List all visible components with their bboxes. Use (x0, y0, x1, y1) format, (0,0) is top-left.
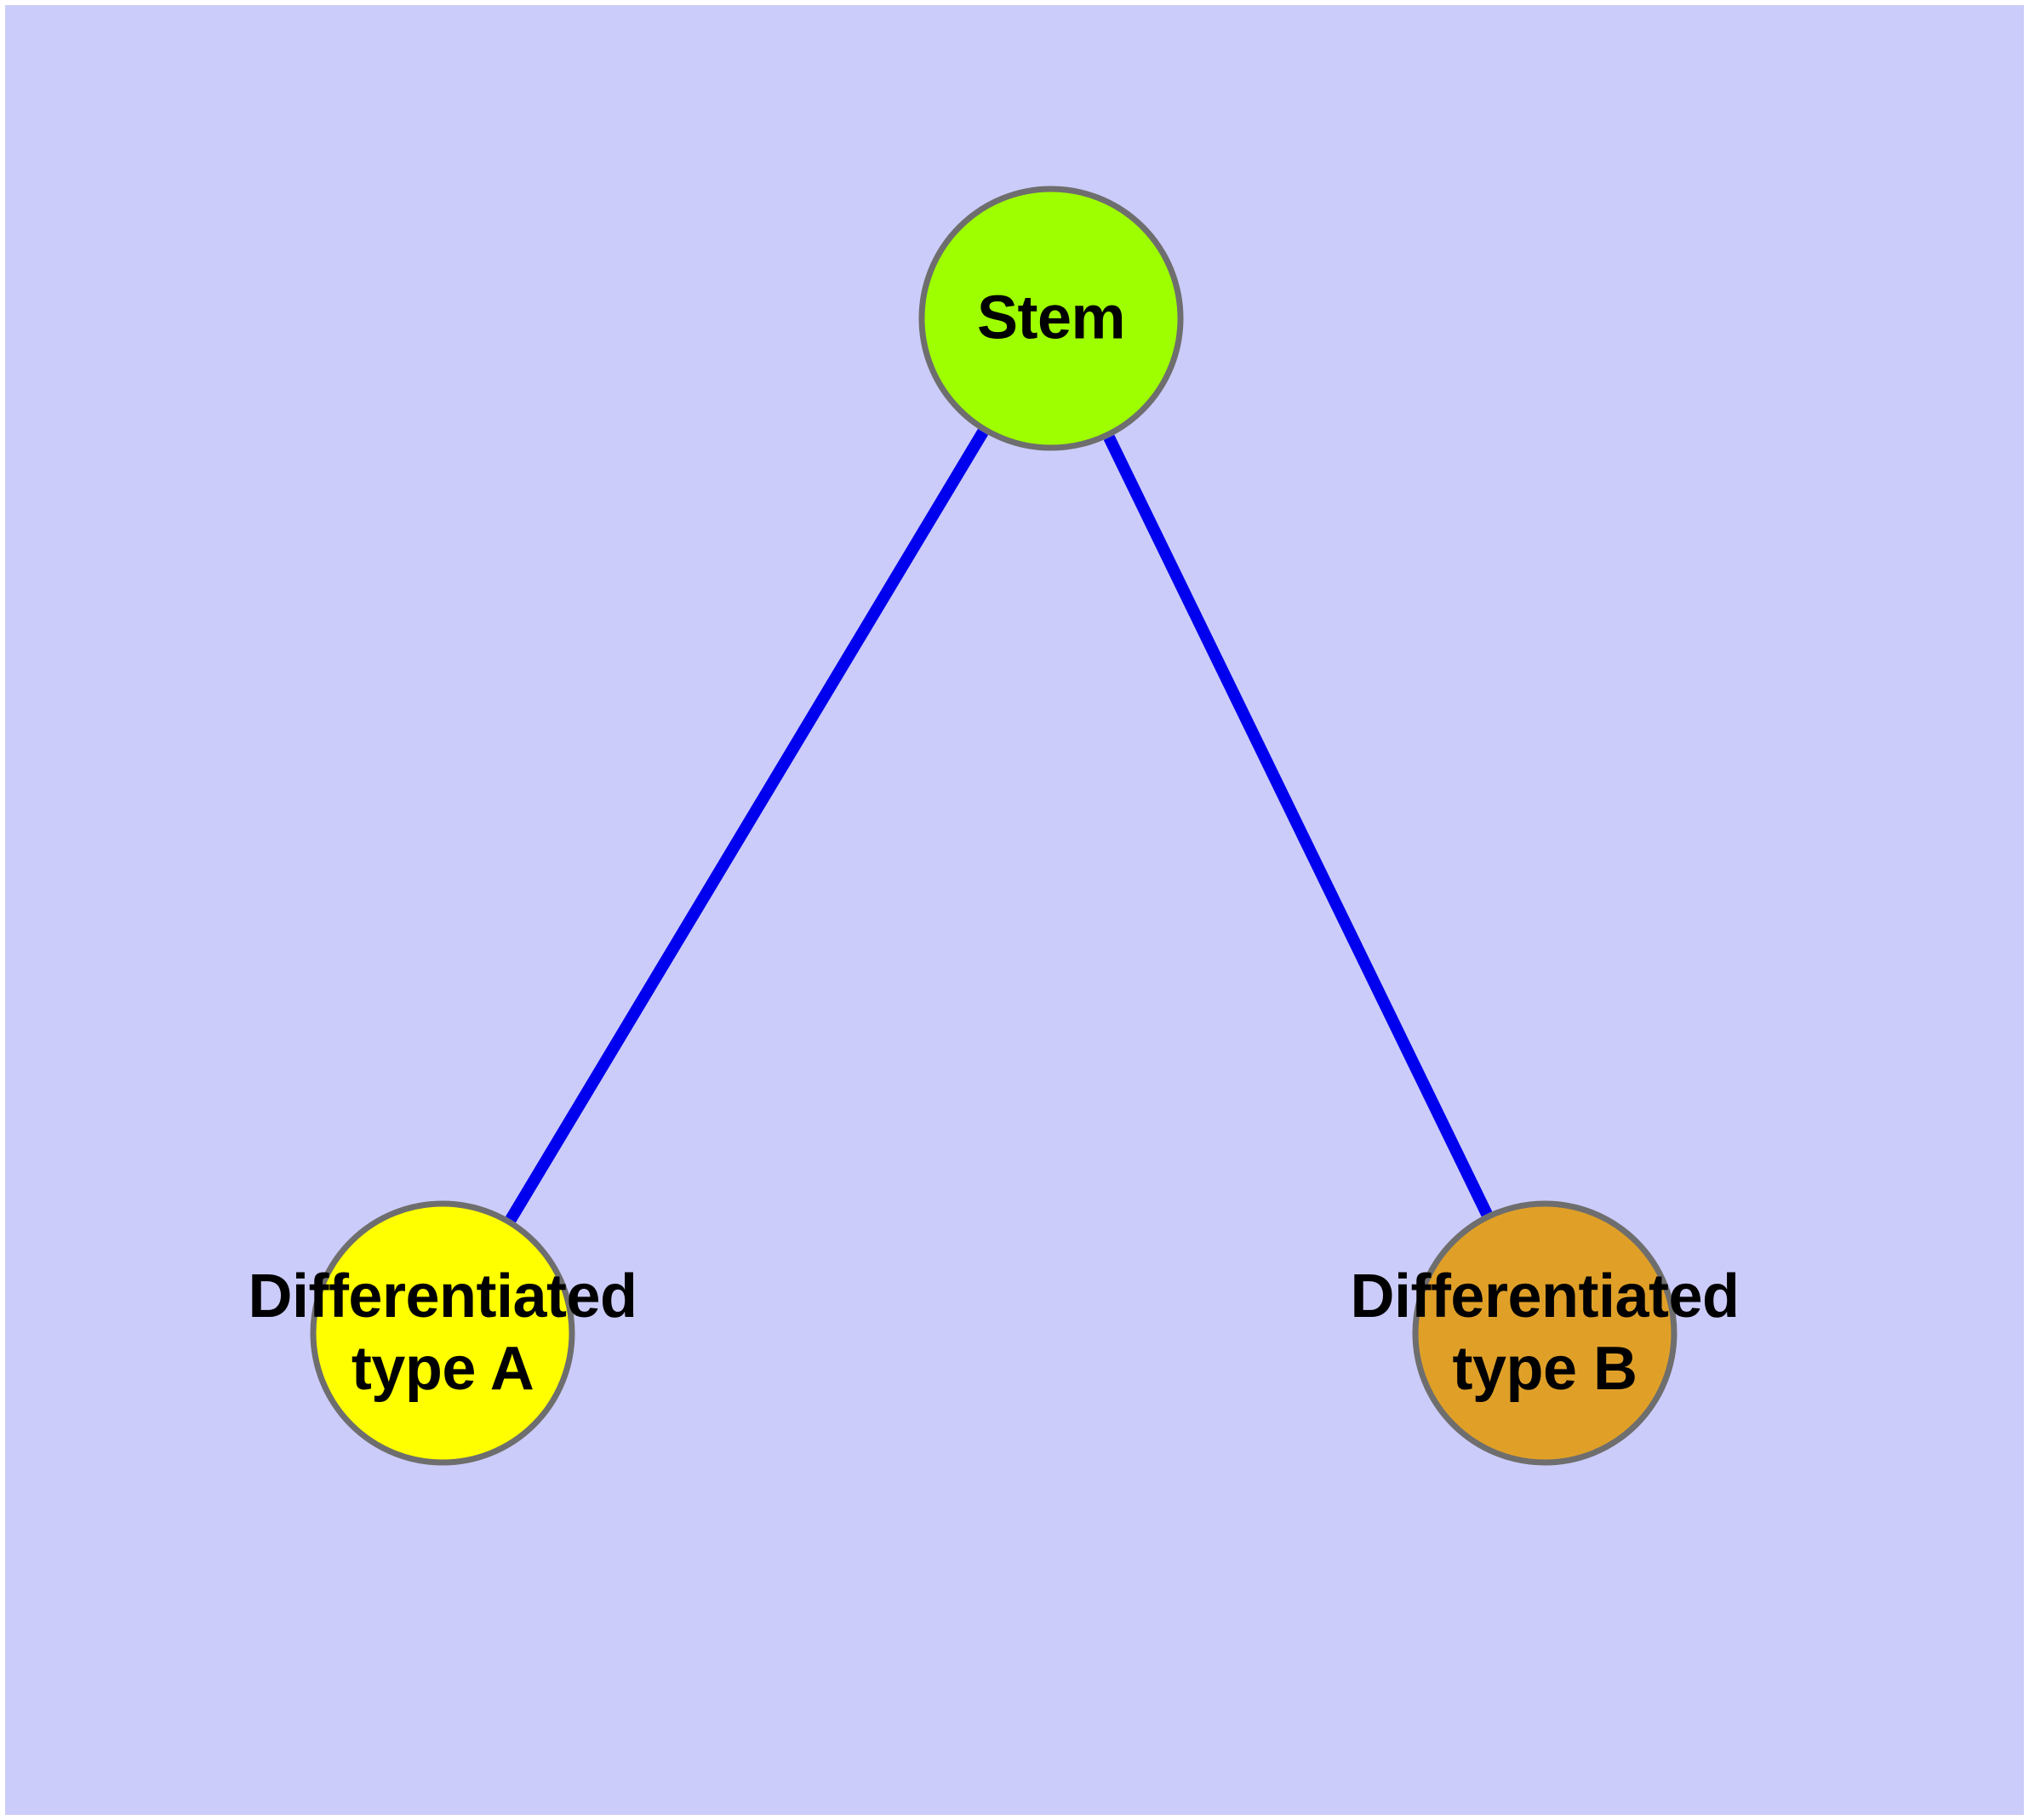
graph-node-diff_a[interactable] (310, 1200, 575, 1466)
graph-node-stem[interactable] (918, 186, 1184, 451)
nodes-layer (310, 186, 1677, 1466)
graph-node-diff_b[interactable] (1412, 1200, 1677, 1466)
graph-edge[interactable] (1103, 434, 1493, 1217)
edges-layer (505, 428, 1493, 1223)
graph-edge[interactable] (505, 428, 989, 1223)
